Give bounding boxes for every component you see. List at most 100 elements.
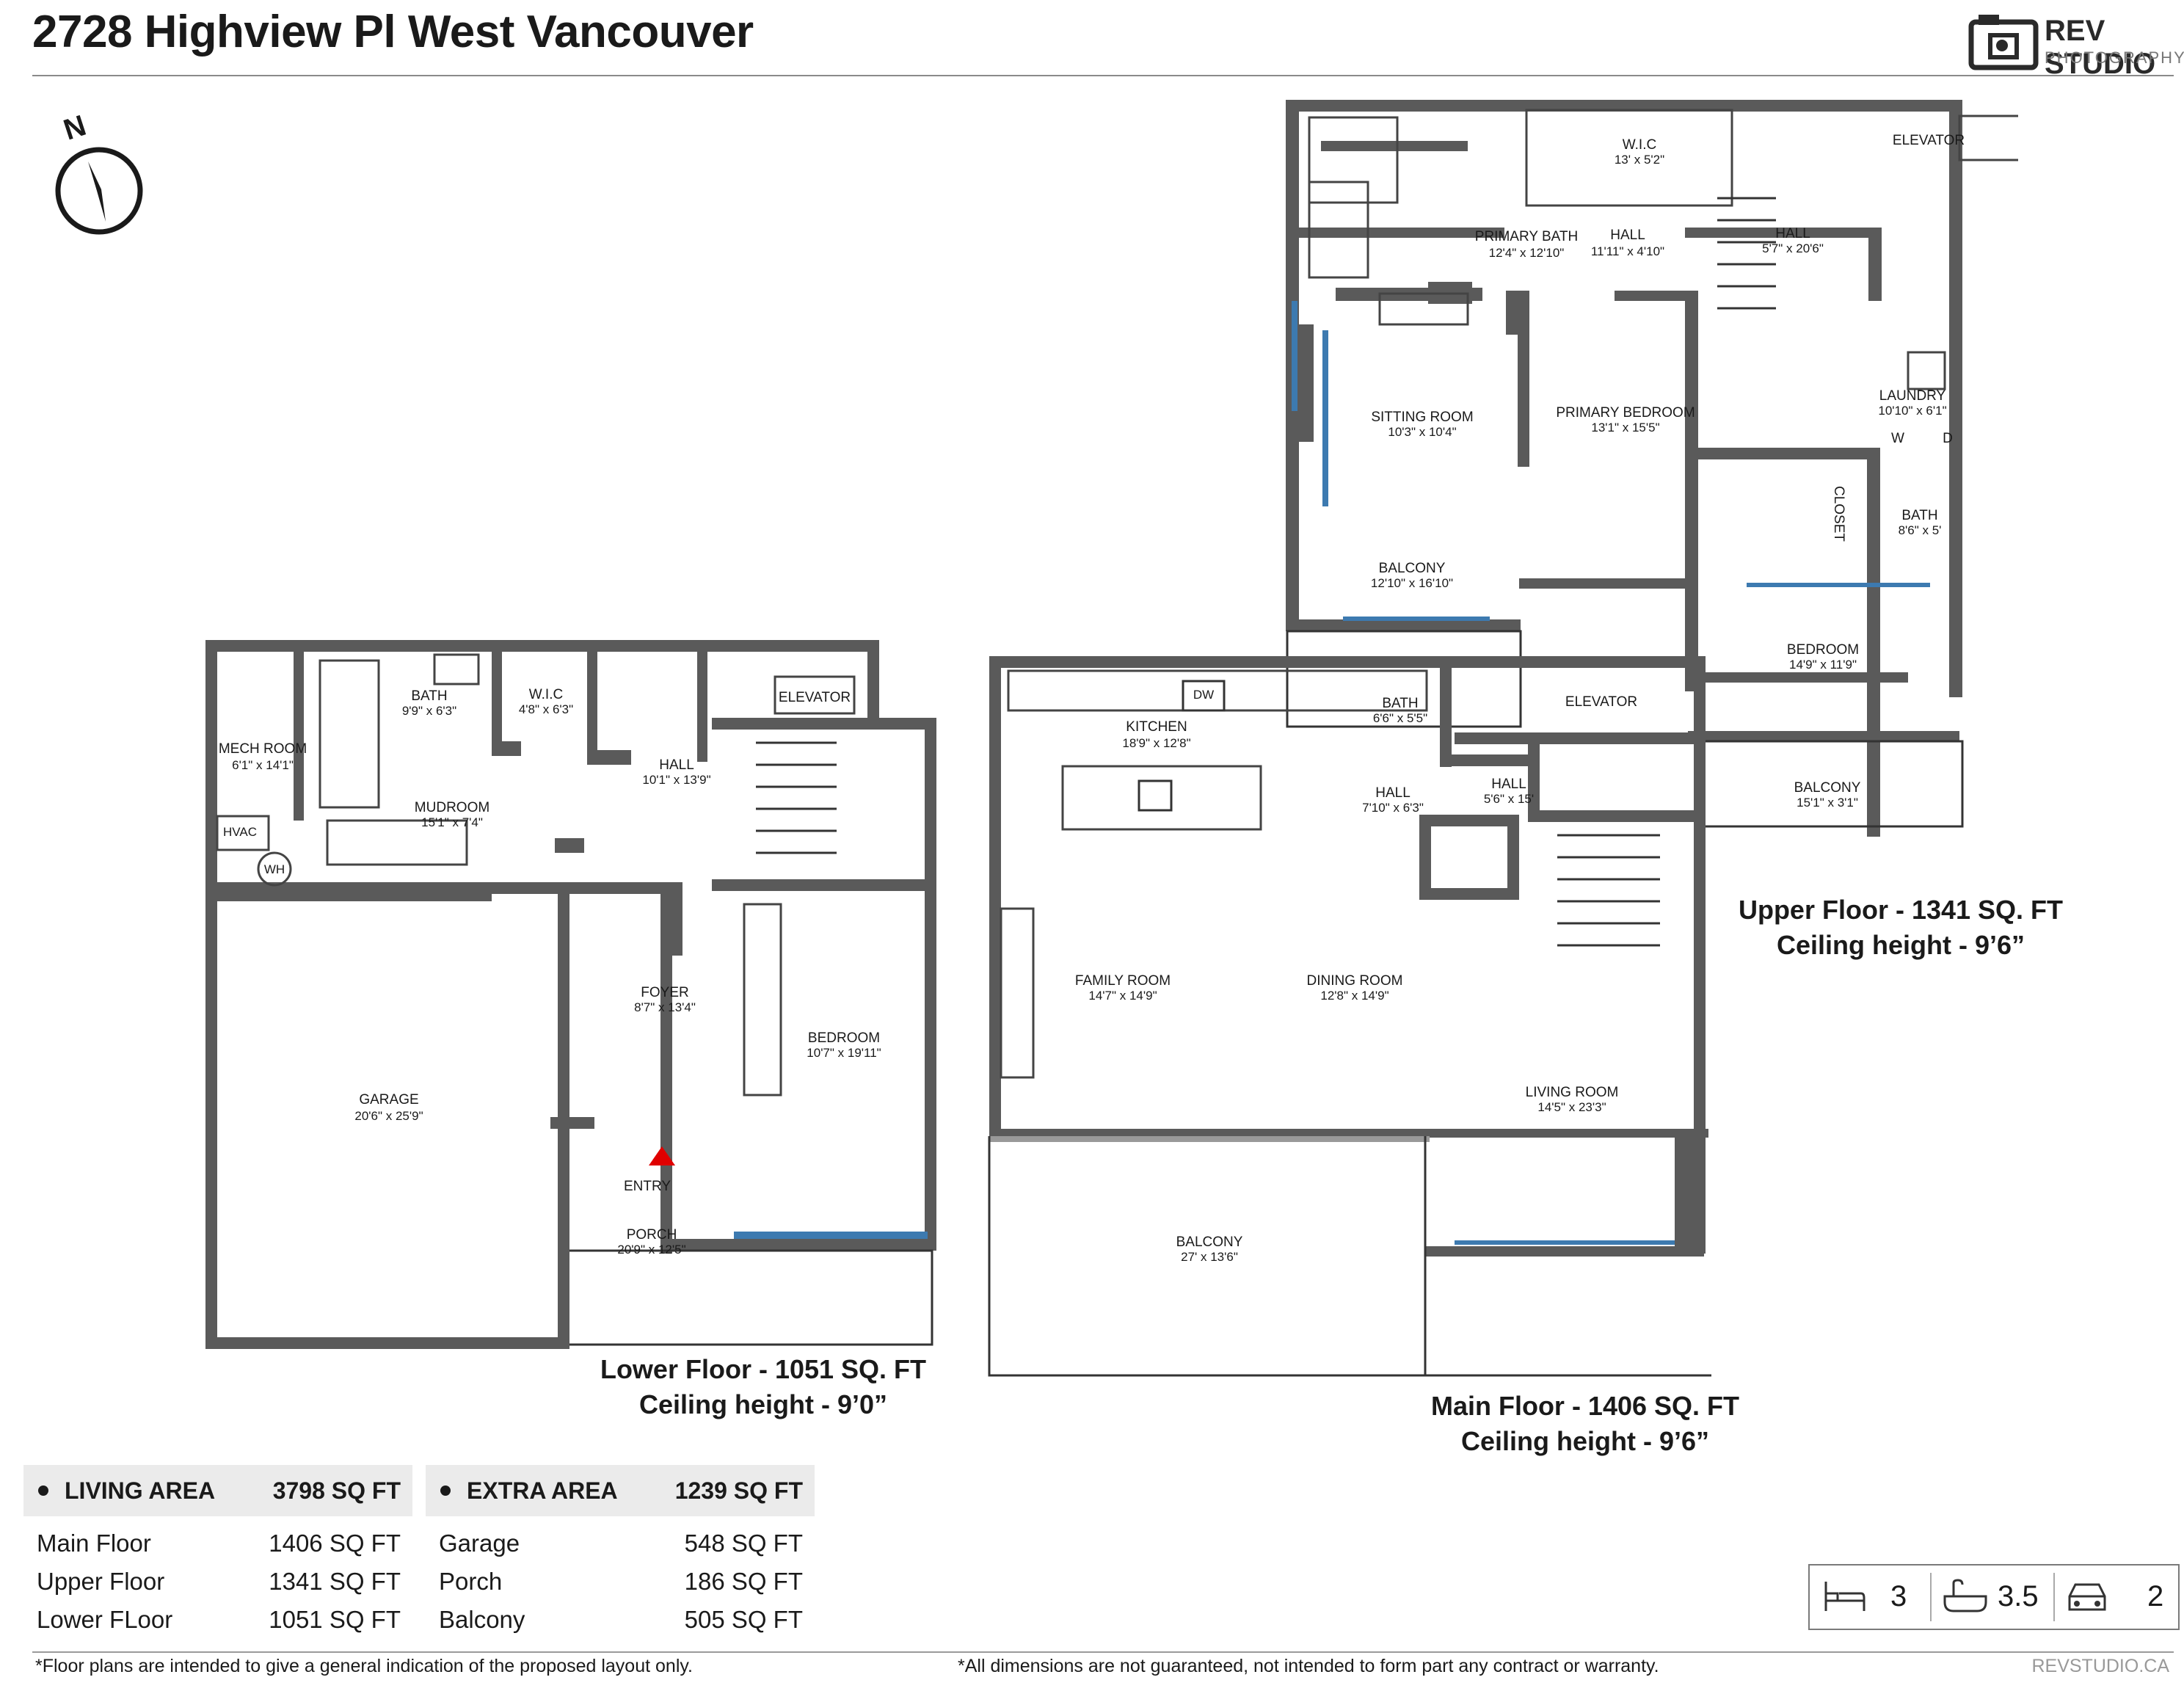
washer-label: W: [1891, 431, 1904, 446]
main-floor-area: Main Floor - 1406 SQ. FT: [1430, 1391, 1740, 1421]
room-name: BATH: [1901, 508, 1937, 523]
living-area-header: LIVING AREA 3798 SQ FT: [23, 1465, 412, 1516]
room-dims: 14'9" x 11'9": [1789, 658, 1857, 672]
compass-north-label: N: [59, 109, 90, 147]
footer-disclaimer-right: *All dimensions are not guaranteed, not …: [958, 1656, 1659, 1676]
lower-floor-plan: MECH ROOM 6'1" x 14'1" BATH 9'9" x 6'3" …: [205, 640, 936, 1349]
room-name: HALL: [1375, 785, 1410, 801]
bedroom-count: 3: [1890, 1580, 1907, 1612]
camera-icon: [1968, 15, 2039, 70]
row-label: Porch: [439, 1568, 503, 1595]
car-icon: [2068, 1583, 2106, 1611]
upper-floor-ceiling: Ceiling height - 9’6”: [1776, 930, 2025, 960]
room-name: BATH: [1382, 696, 1418, 711]
table-row: Porch 186 SQ FT: [426, 1560, 815, 1599]
row-label: Main Floor: [37, 1530, 151, 1557]
room-name: BATH: [411, 688, 447, 704]
room-dims: 27' x 13'6": [1181, 1250, 1238, 1264]
room-name: PRIMARY BEDROOM: [1556, 405, 1695, 421]
room-name: GARAGE: [359, 1092, 418, 1108]
upper-floor-caption: Upper Floor - 1341 SQ. FT Ceiling height…: [1732, 892, 2070, 963]
room-dims: 8'6" x 5': [1899, 523, 1942, 537]
room-dims: 15'1" x 3'1": [1797, 796, 1858, 810]
room-dims: 9'9" x 6'3": [402, 704, 456, 718]
row-label: Balcony: [439, 1606, 525, 1633]
room-name: CLOSET: [1831, 486, 1846, 542]
room-name: ELEVATOR: [779, 690, 851, 705]
row-value: 1341 SQ FT: [269, 1568, 401, 1595]
water-heater-label: WH: [264, 862, 285, 876]
row-value: 548 SQ FT: [684, 1530, 803, 1557]
room-name: ELEVATOR: [1893, 133, 1965, 148]
room-dims: 8'7" x 13'4": [634, 1000, 696, 1014]
bathtub-icon: [1943, 1579, 1987, 1612]
room-dims: 6'6" x 5'5": [1373, 711, 1427, 725]
footer-divider: [32, 1651, 2174, 1653]
footer-disclaimer-left: *Floor plans are intended to give a gene…: [35, 1656, 693, 1676]
dryer-label: D: [1943, 431, 1953, 446]
extra-area-header: EXTRA AREA 1239 SQ FT: [426, 1465, 815, 1516]
room-name: FAMILY ROOM: [1075, 973, 1171, 989]
dishwasher-label: DW: [1193, 688, 1214, 702]
row-value: 186 SQ FT: [684, 1568, 803, 1595]
footer-brand-url: REVSTUDIO.CA: [2031, 1656, 2169, 1676]
room-dims: 10'3" x 10'4": [1388, 425, 1456, 439]
room-dims: 11'11" x 4'10": [1591, 244, 1664, 258]
table-row: Garage 548 SQ FT: [426, 1522, 815, 1560]
room-dims: 4'8" x 6'3": [519, 702, 573, 716]
brand-tagline: PHOTOGRAPHY: [2045, 48, 2184, 67]
entry-marker-icon: [649, 1146, 675, 1165]
bathroom-count: 3.5: [1998, 1580, 2039, 1612]
room-name: HALL: [1775, 226, 1810, 241]
room-dims: 5'7" x 20'6": [1762, 241, 1824, 255]
room-name: MECH ROOM: [219, 741, 307, 757]
bed-icon: [1824, 1582, 1866, 1611]
room-dims: 18'9" x 12'8": [1122, 736, 1190, 750]
room-dims: 10'7" x 19'11": [807, 1046, 881, 1060]
lower-floor-area: Lower Floor - 1051 SQ. FT: [600, 1354, 927, 1384]
room-name: LIVING ROOM: [1526, 1085, 1619, 1100]
room-name: PORCH: [627, 1227, 677, 1243]
main-floor-ceiling: Ceiling height - 9’6”: [1460, 1426, 1710, 1456]
row-value: 505 SQ FT: [684, 1606, 803, 1633]
living-area-table: LIVING AREA 3798 SQ FT Main Floor 1406 S…: [23, 1465, 412, 1641]
room-name: HALL: [1610, 228, 1645, 243]
hvac-label: HVAC: [223, 825, 257, 839]
extra-area-total: 1239 SQ FT: [674, 1477, 803, 1504]
brand-logo: REV STUDIO PHOTOGRAPHY: [1968, 12, 2184, 80]
extra-area-table: EXTRA AREA 1239 SQ FT Garage 548 SQ FT P…: [426, 1465, 815, 1641]
room-dims: 12'10" x 16'10": [1371, 576, 1453, 590]
room-name: ELEVATOR: [1565, 694, 1637, 710]
row-label: Lower FLoor: [37, 1606, 173, 1633]
lower-floor-ceiling: Ceiling height - 9’0”: [638, 1389, 888, 1419]
row-label: Garage: [439, 1530, 520, 1557]
room-dims: 20'6" x 25'9": [354, 1109, 423, 1123]
living-area-total: 3798 SQ FT: [272, 1477, 401, 1504]
room-name: BALCONY: [1379, 561, 1446, 576]
room-name: BEDROOM: [808, 1030, 880, 1046]
room-dims: 15'1" x 7'4": [421, 815, 483, 829]
room-name: W.I.C: [1623, 137, 1656, 153]
page-title: 2728 Highview Pl West Vancouver: [32, 7, 754, 57]
room-name: BALCONY: [1794, 780, 1861, 796]
table-row: Lower FLoor 1051 SQ FT: [23, 1599, 412, 1637]
room-dims: 14'7" x 14'9": [1088, 989, 1157, 1003]
room-name: W.I.C: [529, 687, 563, 702]
room-name: SITTING ROOM: [1371, 410, 1473, 425]
room-dims: 10'1" x 13'9": [642, 773, 710, 787]
room-name: MUDROOM: [415, 800, 489, 815]
room-name: BALCONY: [1176, 1234, 1243, 1250]
room-dims: 14'5" x 23'3": [1537, 1100, 1606, 1114]
room-name: DINING ROOM: [1307, 973, 1403, 989]
entry-label: ENTRY: [624, 1179, 671, 1194]
table-row: Balcony 505 SQ FT: [426, 1599, 815, 1637]
header-divider: [32, 75, 2174, 76]
garage-count: 2: [2147, 1580, 2164, 1612]
row-value: 1406 SQ FT: [269, 1530, 401, 1557]
table-row: Main Floor 1406 SQ FT: [23, 1522, 412, 1560]
room-name: PRIMARY BATH: [1475, 229, 1578, 244]
upper-floor-plan: PRIMARY BATH 12'4" x 12'10" W.I.C 13' x …: [1286, 100, 2018, 837]
extra-area-title: EXTRA AREA: [467, 1477, 618, 1504]
room-name: KITCHEN: [1126, 719, 1187, 735]
table-row: Upper Floor 1341 SQ FT: [23, 1560, 412, 1599]
